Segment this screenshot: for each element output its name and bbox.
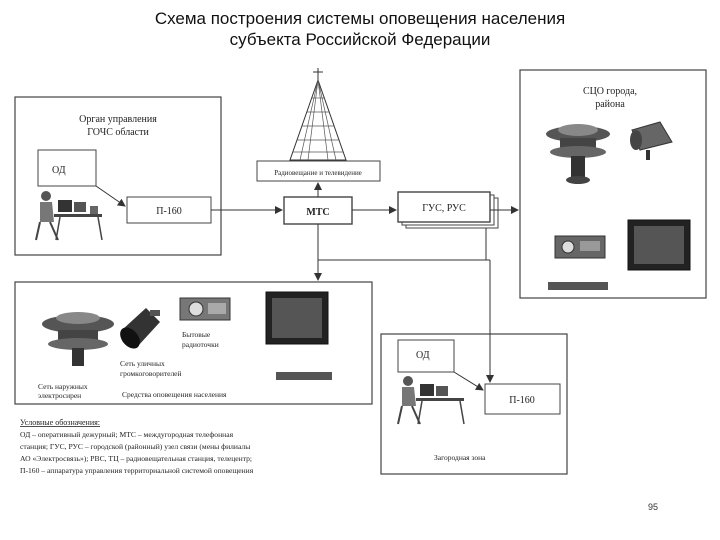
page-number: 95 <box>648 502 659 512</box>
legend-line-4: П-160 – аппаратура управления территориа… <box>20 466 254 475</box>
mts-label: МТС <box>306 207 329 218</box>
street-speakers-label-line-1: Сеть уличных <box>120 359 165 368</box>
title-line-1: Схема построения системы оповещения насе… <box>154 9 566 28</box>
country-od-label: ОД <box>416 350 430 361</box>
home-radio-label-line-2: радиоточки <box>182 340 219 349</box>
broadcast-label: Радиовещание и телевидение <box>274 169 362 177</box>
sirens-label-line-1: Сеть наружных <box>38 382 88 391</box>
legend-line-1: ОД – оперативный дежурный; МТС – междуго… <box>20 430 234 439</box>
radio-receiver-icon <box>554 235 606 259</box>
street-loudspeaker-icon <box>120 308 160 349</box>
radio-point-small-icon <box>276 372 332 380</box>
regional-title-line-1: Орган управления <box>79 114 157 125</box>
country-zone-panel: ОД П-160 Загородная зона <box>380 333 568 475</box>
street-speakers-label-line-2: громкоговорителей <box>120 369 182 378</box>
country-duty-officer-icon <box>397 376 465 425</box>
gus-rus-box: ГУС, РУС <box>397 191 499 229</box>
home-radio-label-line-1: Бытовые <box>182 330 211 339</box>
gus-rus-label: ГУС, РУС <box>422 203 466 214</box>
country-p160-label: П-160 <box>509 395 535 406</box>
electric-siren-icon <box>546 124 610 184</box>
home-radio-icon <box>179 297 231 321</box>
legend-heading: Условные обозначения: <box>20 418 100 427</box>
sirens-label-line-2: электросирен <box>38 391 81 400</box>
broadcast-box <box>256 160 381 182</box>
radio-tv-tower-icon <box>289 68 347 161</box>
legend: Условные обозначения: ОД – оперативный д… <box>20 418 254 475</box>
tv-icon <box>265 291 329 345</box>
title-line-2: субъекта Российской Федерации <box>229 30 491 49</box>
regional-control-body-panel: Орган управления ГОЧС области ОД П-160 <box>14 96 222 256</box>
country-zone-caption: Загородная зона <box>434 453 486 462</box>
population-alert-means-panel: Сеть наружных электросирен Сеть уличных … <box>14 281 373 405</box>
outdoor-siren-icon <box>42 312 114 366</box>
alert-means-caption: Средства оповещения населения <box>122 390 227 399</box>
regional-od-label: ОД <box>52 165 66 176</box>
loudspeaker-icon <box>630 121 673 160</box>
duty-officer-icon <box>35 191 103 241</box>
legend-line-2: станция; ГУС, РУС – городской (районный)… <box>20 442 250 451</box>
radio-point-icon <box>548 282 608 290</box>
connection-arrows <box>211 182 519 383</box>
sco-title-line-1: СЦО города, <box>583 86 637 97</box>
legend-line-3: АО «Электросвязь»); РВС, ТЦ – радиовещат… <box>20 454 252 463</box>
city-warning-center-panel: СЦО города, района <box>519 69 707 299</box>
sco-title-line-2: района <box>595 99 625 110</box>
regional-p160-label: П-160 <box>156 206 182 217</box>
tv-set-icon <box>627 219 691 271</box>
slide-title: Схема построения системы оповещения насе… <box>0 8 720 50</box>
regional-title-line-2: ГОЧС области <box>87 127 149 138</box>
